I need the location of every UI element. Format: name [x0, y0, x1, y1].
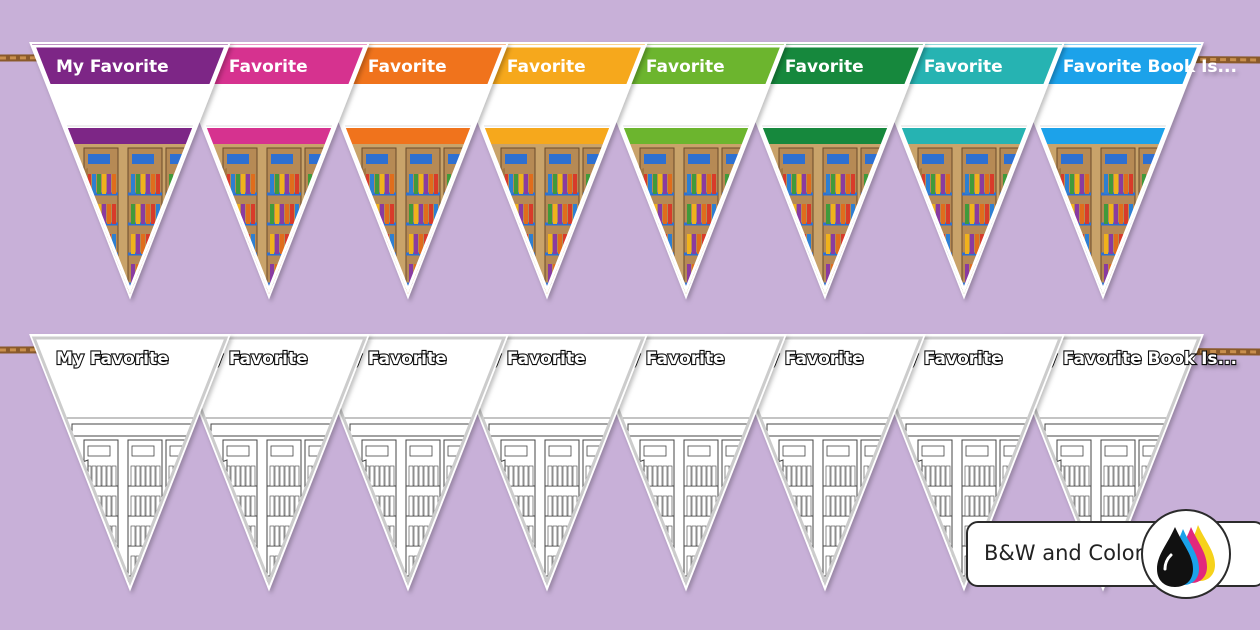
badge-label: B&W and Color	[984, 541, 1144, 565]
pennant-title: My Favorite Book Is...	[473, 57, 681, 77]
pennant-title: My Favorite Book Is...	[195, 57, 403, 77]
pennant-title: My Favorite Book Is...	[56, 349, 264, 369]
ink-drops-icon	[1141, 509, 1231, 599]
pennant-title: My Favorite Book Is...	[334, 57, 542, 77]
pennant-title: My Favorite Book Is...	[1029, 57, 1237, 77]
pennant-title: My Favorite Book Is...	[751, 57, 959, 77]
color-pennant-row: My Favorite Book Is...My Favorite Book I…	[29, 42, 1237, 300]
pennant-title: My Favorite Book Is...	[195, 349, 403, 369]
pennant-title: My Favorite Book Is...	[56, 57, 264, 77]
pennant-title: My Favorite Book Is...	[890, 57, 1098, 77]
pennant-title: My Favorite Book Is...	[1029, 349, 1237, 369]
pennant-title: My Favorite Book Is...	[612, 57, 820, 77]
